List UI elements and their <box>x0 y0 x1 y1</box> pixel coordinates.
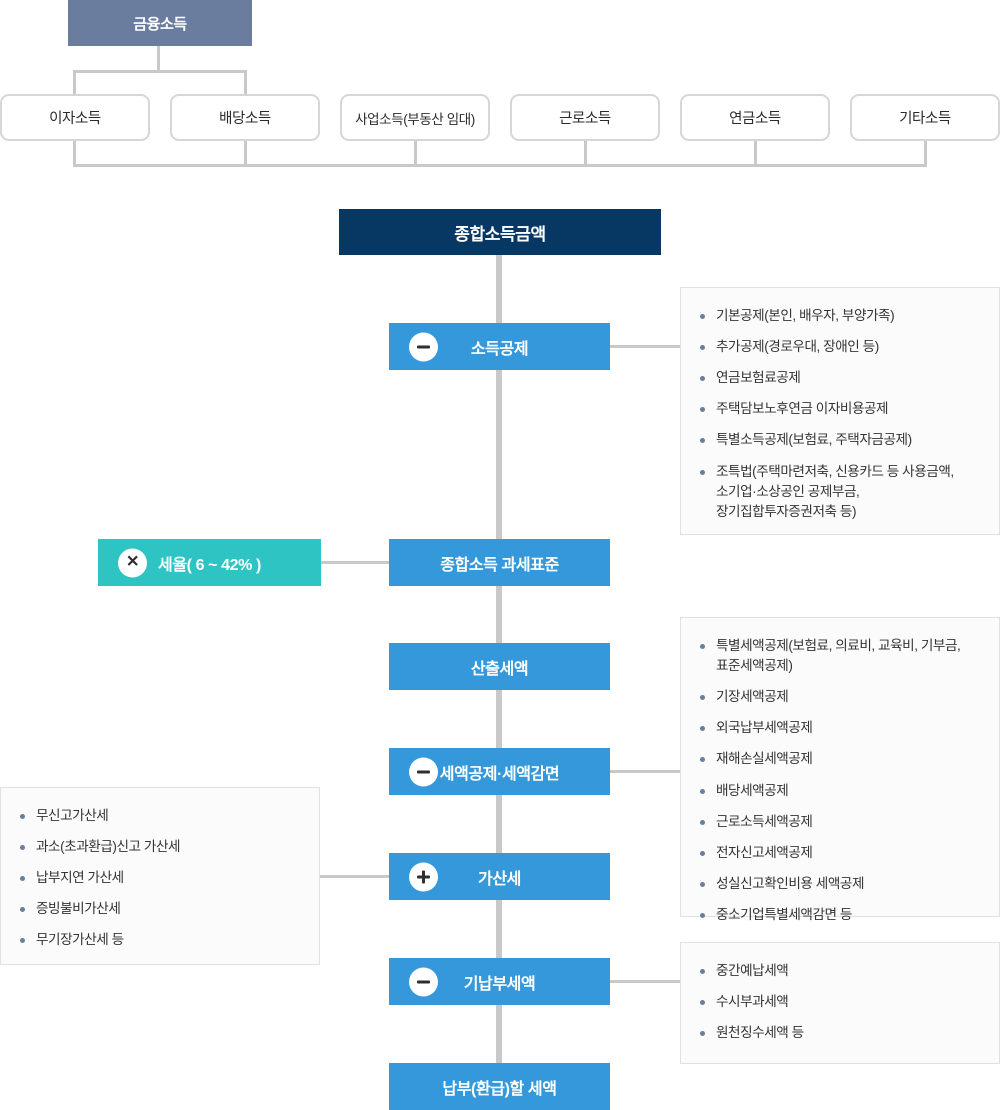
connector-gross-to-deduction <box>496 255 502 323</box>
multiply-icon: ✕ <box>118 548 147 577</box>
list-item: 근로소득세액공제 <box>699 812 983 832</box>
list-item: 납부지연 가산세 <box>19 868 303 888</box>
connector-drop-wage <box>584 141 587 167</box>
node-gross-income[interactable]: 종합소득금액 <box>339 209 661 255</box>
node-label: 납부(환급)할 세액 <box>442 1080 557 1098</box>
node-label: 가산세 <box>478 870 521 888</box>
minus-icon <box>409 332 438 361</box>
panel-penalty-tax: 무신고가산세 과소(초과환급)신고 가산세 납부지연 가산세 증빙불비가산세 무… <box>0 787 320 965</box>
connector-credit-to-panel <box>610 770 681 773</box>
node-label: 기타소득 <box>899 111 951 127</box>
node-label: 소득공제 <box>470 340 529 358</box>
prepaid-tax-list: 중간예납세액 수시부과세액 원천징수세액 등 <box>699 961 983 1043</box>
connector-drop-business <box>414 141 417 167</box>
node-wage-income[interactable]: 근로소득 <box>510 94 660 141</box>
connector-penalty-to-prepaid <box>496 900 502 958</box>
minus-icon <box>409 967 438 996</box>
node-penalty-tax[interactable]: 가산세 <box>389 853 610 900</box>
list-item: 중간예납세액 <box>699 961 983 981</box>
node-label: 사업소득(부동산 임대) <box>355 111 475 127</box>
penalty-tax-list: 무신고가산세 과소(초과환급)신고 가산세 납부지연 가산세 증빙불비가산세 무… <box>19 806 303 951</box>
node-label: 산출세액 <box>470 660 529 678</box>
connector-calculated-to-credit <box>496 690 502 748</box>
list-item: 주택담보노후연금 이자비용공제 <box>699 399 983 419</box>
connector-aggregation-bus <box>73 164 927 167</box>
tax-credit-list: 특별세액공제(보험료, 의료비, 교육비, 기부금, 표준세액공제) 기장세액공… <box>699 636 983 925</box>
node-financial-income[interactable]: 금융소득 <box>68 0 252 46</box>
connector-source-drop-left <box>73 70 76 94</box>
node-prepaid-tax[interactable]: 기납부세액 <box>389 958 610 1005</box>
connector-source-drop-right <box>244 70 247 94</box>
list-item: 수시부과세액 <box>699 992 983 1012</box>
connector-drop-other <box>924 141 927 167</box>
panel-tax-credit: 특별세액공제(보험료, 의료비, 교육비, 기부금, 표준세액공제) 기장세액공… <box>680 617 1000 922</box>
node-label: 종합소득금액 <box>454 224 546 244</box>
node-calculated-tax[interactable]: 산출세액 <box>389 643 610 690</box>
connector-drop-interest <box>73 141 76 167</box>
connector-prepaid-to-final <box>496 1005 502 1063</box>
list-item: 과소(초과환급)신고 가산세 <box>19 837 303 857</box>
node-label: 배당소득 <box>219 111 271 127</box>
node-interest-income[interactable]: 이자소득 <box>0 94 150 141</box>
list-item: 무기장가산세 등 <box>19 930 303 950</box>
list-item: 전자신고세액공제 <box>699 843 983 863</box>
list-item: 연금보험료공제 <box>699 368 983 388</box>
node-tax-base[interactable]: 종합소득 과세표준 <box>389 539 610 586</box>
connector-deduction-to-base <box>496 370 502 539</box>
connector-drop-pension <box>754 141 757 167</box>
connector-base-to-calculated <box>496 586 502 643</box>
node-label: 종합소득 과세표준 <box>440 556 559 574</box>
minus-icon <box>409 757 438 786</box>
list-item: 조특법(주택마련저축, 신용카드 등 사용금액, 소기업·소상공인 공제부금, … <box>699 462 983 522</box>
list-item: 외국납부세액공제 <box>699 718 983 738</box>
list-item: 특별소득공제(보험료, 주택자금공제) <box>699 430 983 450</box>
node-label: 금융소득 <box>133 15 187 33</box>
node-pension-income[interactable]: 연금소득 <box>680 94 830 141</box>
connector-rate-to-base <box>321 561 389 564</box>
node-income-deduction[interactable]: 소득공제 <box>389 323 610 370</box>
list-item: 기본공제(본인, 배우자, 부양가족) <box>699 306 983 326</box>
income-deduction-list: 기본공제(본인, 배우자, 부양가족) 추가공제(경로우대, 장애인 등) 연금… <box>699 306 983 522</box>
connector-source-stem <box>157 46 160 72</box>
node-tax-rate[interactable]: ✕ 세율( 6 ~ 42% ) <box>98 539 321 586</box>
list-item: 원천징수세액 등 <box>699 1023 983 1043</box>
connector-source-split <box>73 70 247 73</box>
list-item: 성실신고확인비용 세액공제 <box>699 874 983 894</box>
list-item: 추가공제(경로우대, 장애인 등) <box>699 337 983 357</box>
plus-icon <box>409 862 438 891</box>
node-label: 근로소득 <box>559 111 611 127</box>
node-business-income[interactable]: 사업소득(부동산 임대) <box>340 94 490 141</box>
list-item: 증빙불비가산세 <box>19 899 303 919</box>
node-tax-credit[interactable]: 세액공제·세액감면 <box>389 748 610 795</box>
node-dividend-income[interactable]: 배당소득 <box>170 94 320 141</box>
panel-income-deduction: 기본공제(본인, 배우자, 부양가족) 추가공제(경로우대, 장애인 등) 연금… <box>680 287 1000 535</box>
connector-deduction-to-panel <box>610 345 681 348</box>
connector-penalty-to-panel <box>320 875 389 878</box>
list-item: 배당세액공제 <box>699 781 983 801</box>
node-label: 세액공제·세액감면 <box>439 765 560 783</box>
connector-prepaid-to-panel <box>610 980 681 983</box>
node-label: 연금소득 <box>729 111 781 127</box>
connector-drop-dividend <box>244 141 247 167</box>
node-label: 이자소득 <box>49 111 101 127</box>
node-final-tax[interactable]: 납부(환급)할 세액 <box>389 1063 610 1110</box>
node-label: 기납부세액 <box>463 975 536 993</box>
list-item: 중소기업특별세액감면 등 <box>699 905 983 925</box>
panel-prepaid-tax: 중간예납세액 수시부과세액 원천징수세액 등 <box>680 942 1000 1064</box>
connector-credit-to-penalty <box>496 795 502 853</box>
list-item: 특별세액공제(보험료, 의료비, 교육비, 기부금, 표준세액공제) <box>699 636 983 676</box>
node-label: 세율( 6 ~ 42% ) <box>158 556 261 574</box>
list-item: 기장세액공제 <box>699 687 983 707</box>
node-other-income[interactable]: 기타소득 <box>850 94 1000 141</box>
list-item: 재해손실세액공제 <box>699 749 983 769</box>
list-item: 무신고가산세 <box>19 806 303 826</box>
